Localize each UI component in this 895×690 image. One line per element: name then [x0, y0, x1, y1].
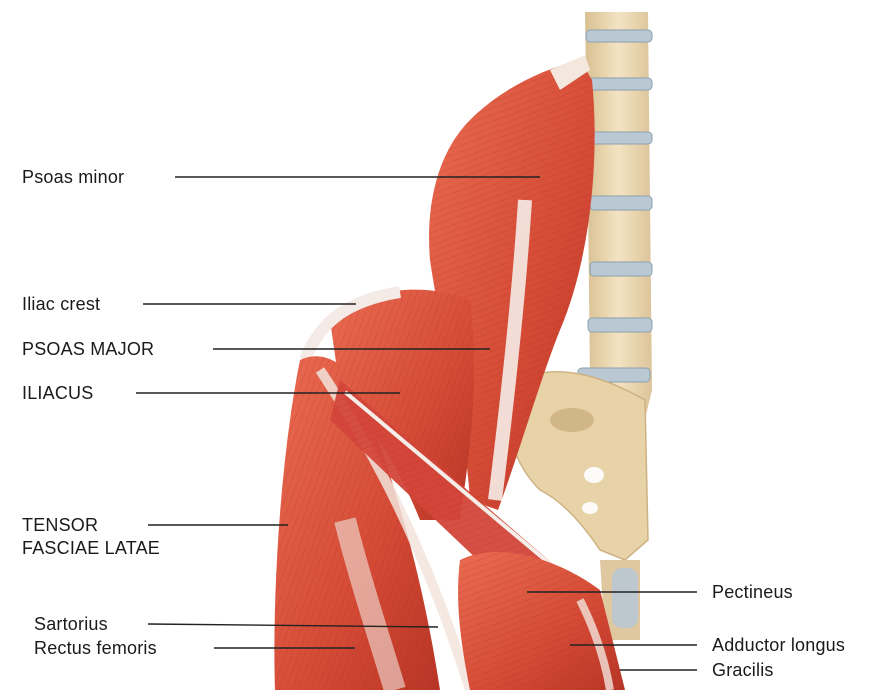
- label-gracilis: Gracilis: [712, 659, 774, 681]
- label-psoas-minor: Psoas minor: [22, 166, 124, 188]
- adductor-muscles: [458, 552, 625, 690]
- label-tensor-line2: FASCIAE LATAE: [22, 537, 160, 559]
- label-rectus-femoris: Rectus femoris: [34, 637, 157, 659]
- label-iliac-crest: Iliac crest: [22, 293, 100, 315]
- label-adductor-longus: Adductor longus: [712, 634, 845, 656]
- label-sartorius: Sartorius: [34, 613, 108, 635]
- label-iliacus: ILIACUS: [22, 382, 93, 404]
- label-tensor-line1: TENSOR: [22, 514, 98, 536]
- label-pectineus: Pectineus: [712, 581, 793, 603]
- label-psoas-major: PSOAS MAJOR: [22, 338, 154, 360]
